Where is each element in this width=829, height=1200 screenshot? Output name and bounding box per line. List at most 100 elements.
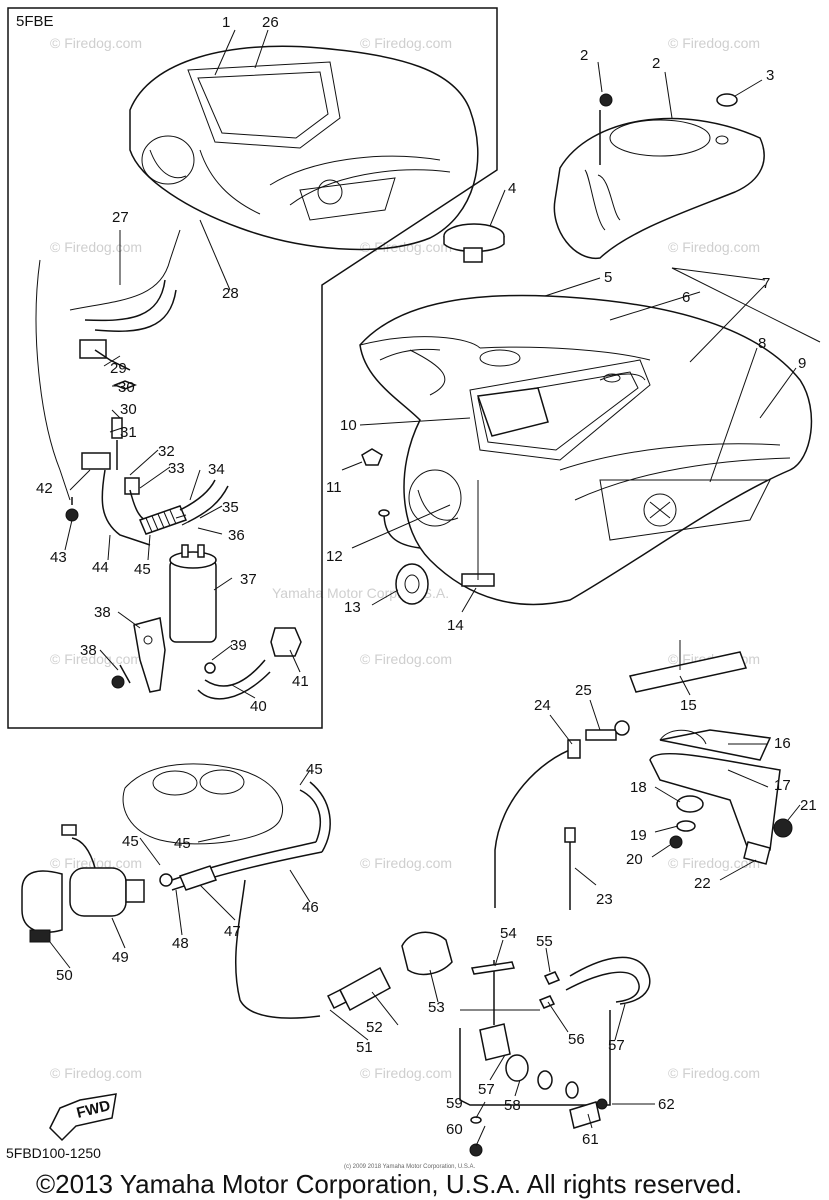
callout-number: 35 — [222, 499, 239, 516]
small-tank-parts — [361, 448, 495, 605]
callout-numbers: 1 2 2 3 4 5 6 7 8 9 10 11 12 13 14 15 16… — [36, 14, 817, 1148]
callout-number: 7 — [762, 275, 770, 292]
callout-number: 8 — [758, 335, 766, 352]
callout-number: 2 — [580, 47, 588, 64]
watermark-text: © Firedog.com — [360, 239, 452, 255]
callout-number: 11 — [326, 479, 342, 496]
callout-number: 19 — [630, 827, 647, 844]
callout-number: 16 — [774, 735, 791, 752]
callout-number: 51 — [356, 1039, 373, 1056]
callout-number: 3 — [766, 67, 774, 84]
right-side-parts — [628, 651, 793, 865]
callout-number: 4 — [508, 180, 516, 197]
callout-number: 45 — [122, 833, 139, 850]
watermark-text: © Firedog.com — [668, 1065, 760, 1081]
callout-number: 27 — [112, 209, 129, 226]
callout-number: 42 — [36, 480, 53, 497]
callout-number: 14 — [447, 617, 464, 634]
callout-number: 55 — [536, 933, 553, 950]
callout-number: 38 — [80, 642, 97, 659]
copyright-notice: ©2013 Yamaha Motor Corporation, U.S.A. A… — [36, 1169, 742, 1199]
callout-number: 12 — [326, 548, 343, 565]
callout-number: 44 — [92, 559, 109, 576]
callout-number: 30 — [118, 379, 135, 396]
callout-number: 37 — [240, 571, 257, 588]
callout-number: 17 — [774, 777, 791, 794]
fuel-cap — [443, 223, 505, 263]
callout-number: 45 — [134, 561, 151, 578]
watermark-text: © Firedog.com — [668, 855, 760, 871]
callout-number: 20 — [626, 851, 643, 868]
callout-number: 56 — [568, 1031, 585, 1048]
inset-fuel-tank — [129, 45, 479, 251]
watermark-layer: © Firedog.com © Firedog.com © Firedog.co… — [50, 35, 760, 1081]
inset-label: 5FBE — [16, 13, 54, 30]
callout-number: 52 — [366, 1019, 383, 1036]
callout-number: 62 — [658, 1096, 675, 1113]
callout-number: 48 — [172, 935, 189, 952]
watermark-text: © Firedog.com — [50, 239, 142, 255]
callout-number: 38 — [94, 604, 111, 621]
watermark-text: © Firedog.com — [360, 35, 452, 51]
callout-number: 22 — [694, 875, 711, 892]
leader-lines — [49, 29, 821, 1147]
callout-number: 5 — [604, 269, 612, 286]
callout-number: 45 — [306, 761, 323, 778]
callout-number: 47 — [224, 923, 241, 940]
tiny-credit: (c) 2009 2018 Yamaha Motor Corporation, … — [344, 1164, 476, 1170]
callout-number: 40 — [250, 698, 267, 715]
watermark-text: © Firedog.com — [50, 35, 142, 51]
callout-number: 2 — [652, 55, 660, 72]
callout-number: 54 — [500, 925, 517, 942]
inset-frame — [7, 7, 498, 729]
tank-cover — [553, 93, 765, 259]
callout-number: 50 — [56, 967, 73, 984]
callout-number: 15 — [680, 697, 697, 714]
callout-number: 46 — [302, 899, 319, 916]
fwd-arrow-icon: FWD — [49, 1093, 117, 1142]
callout-number: 41 — [292, 673, 309, 690]
callout-number: 18 — [630, 779, 647, 796]
callout-number: 31 — [120, 424, 137, 441]
callout-number: 26 — [262, 14, 279, 31]
callout-number: 32 — [158, 443, 175, 460]
callout-number: 30 — [120, 401, 137, 418]
diagram-code: 5FBD100-1250 — [6, 1145, 101, 1161]
callout-number: 59 — [446, 1095, 463, 1112]
callout-number: 53 — [428, 999, 445, 1016]
callout-number: 57 — [478, 1081, 495, 1098]
callout-number: 61 — [582, 1131, 599, 1148]
callout-number: 34 — [208, 461, 225, 478]
callout-number: 6 — [682, 289, 690, 306]
callout-number: 10 — [340, 417, 357, 434]
main-fuel-tank — [359, 294, 813, 606]
callout-number: 49 — [112, 949, 129, 966]
callout-number: 25 — [575, 682, 592, 699]
callout-number: 21 — [800, 797, 817, 814]
watermark-text: © Firedog.com — [50, 651, 142, 667]
callout-number: 58 — [504, 1097, 521, 1114]
callout-number: 29 — [110, 360, 127, 377]
callout-number: 33 — [168, 460, 185, 477]
callout-number: 57 — [608, 1037, 625, 1054]
watermark-text: © Firedog.com — [50, 855, 142, 871]
callout-number: 23 — [596, 891, 613, 908]
fuel-line-assembly — [21, 763, 651, 1157]
watermark-text: © Firedog.com — [668, 35, 760, 51]
callout-number: 43 — [50, 549, 67, 566]
callout-number: 13 — [344, 599, 361, 616]
callout-number: 45 — [174, 835, 191, 852]
callout-number: 28 — [222, 285, 239, 302]
choke-cable — [494, 720, 630, 910]
watermark-text: © Firedog.com — [360, 855, 452, 871]
watermark-text: © Firedog.com — [360, 1065, 452, 1081]
callout-number: 39 — [230, 637, 247, 654]
callout-number: 9 — [798, 355, 806, 372]
callout-number: 1 — [222, 14, 230, 31]
callout-number: 60 — [446, 1121, 463, 1138]
callout-number: 24 — [534, 697, 551, 714]
watermark-text: © Firedog.com — [668, 239, 760, 255]
watermark-text: © Firedog.com — [50, 1065, 142, 1081]
